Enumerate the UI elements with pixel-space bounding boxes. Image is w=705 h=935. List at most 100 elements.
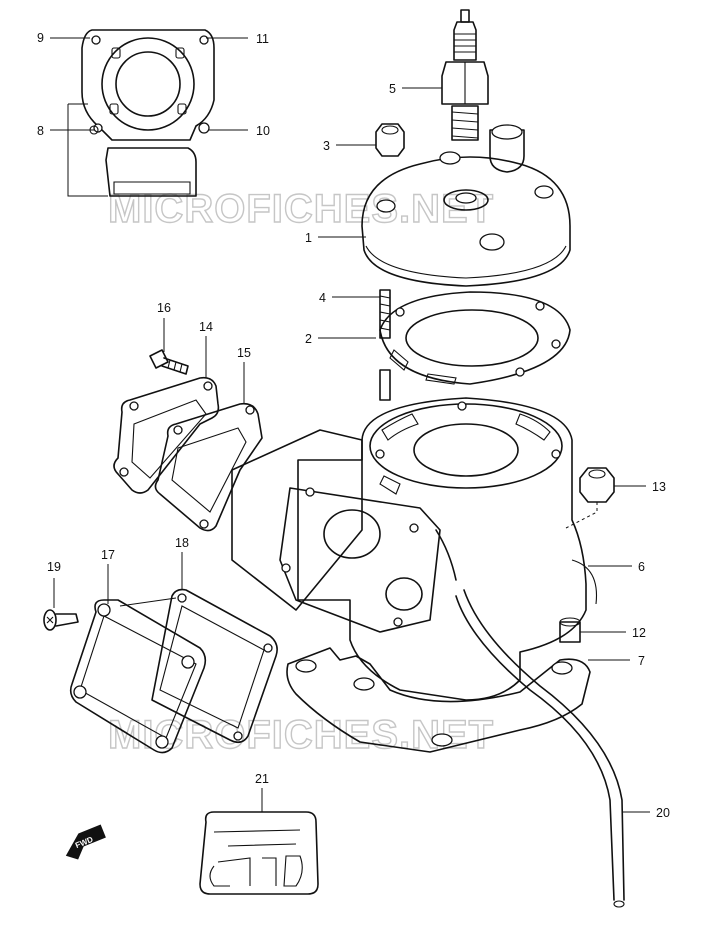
- intake-gasket-14-outline: [113, 376, 220, 494]
- callout-17: 17: [101, 548, 115, 562]
- head-gasket-outline: [379, 291, 571, 385]
- port-cover-17-outline: [69, 599, 207, 754]
- callout-6: 6: [638, 560, 645, 574]
- intake-gasket-15-outline: [154, 402, 263, 532]
- inset-slot-2: [175, 47, 185, 59]
- callout-10: 10: [256, 124, 270, 138]
- cylinder-block: [231, 397, 598, 701]
- base-gasket: [286, 647, 591, 753]
- bolt-16-threads: [167, 359, 183, 373]
- stud-bolt-upper: [379, 289, 391, 339]
- head-gasket-hole-1: [395, 307, 405, 317]
- head-gasket-slot-1: [389, 349, 409, 371]
- cylinder-head-plug-hole: [455, 192, 477, 204]
- cylinder-head-stud-hole-r: [534, 185, 554, 199]
- breather-hose-line-b: [463, 589, 625, 901]
- port-gasket-18-outline: [151, 588, 278, 744]
- callout-5: 5: [389, 82, 396, 96]
- head-nut: [375, 123, 405, 157]
- callout-15: 15: [237, 346, 251, 360]
- intake-gasket-15-hole-3: [199, 519, 209, 529]
- cylinder-exhaust-port: [323, 509, 381, 559]
- intake-gasket-15-hole-2: [245, 405, 255, 415]
- breather-hose: [435, 529, 625, 908]
- intake-gasket-14-hole-1: [129, 401, 139, 411]
- spark-plug: [441, 9, 489, 141]
- label-plate-21: [199, 811, 319, 895]
- port-cover-17-hole-4: [155, 735, 169, 749]
- cylinder-transfer-3: [379, 475, 401, 495]
- port-gasket-18-opening: [159, 605, 265, 729]
- intake-gasket-14-opening: [131, 399, 207, 479]
- callout-11: 11: [256, 32, 269, 46]
- breather-hose-short: [435, 529, 457, 581]
- base-gasket-hole-4: [431, 733, 453, 747]
- head-gasket-slot-2: [425, 373, 457, 385]
- cylinder-nut-hole: [588, 469, 606, 479]
- dowel-pin-top: [559, 617, 581, 627]
- cylinder-deck-hole-1: [457, 401, 467, 411]
- cylinder-head-stud-hole-l: [376, 199, 396, 213]
- cylinder-bore: [413, 423, 519, 477]
- callout-16: 16: [157, 301, 171, 315]
- callout-numbers: 9 11 8 10 5 3 1 4 2 13 6 12 7 20 16 14 1…: [37, 31, 670, 820]
- flange-hole-2: [409, 523, 419, 533]
- port-gasket-18: [151, 588, 278, 744]
- leader-18: [119, 552, 183, 607]
- bolt-16: [149, 349, 189, 375]
- leader-8-washer: [89, 125, 99, 135]
- cylinder-nut: [565, 467, 615, 529]
- spark-plug-ribs: [454, 33, 476, 53]
- intake-gasket-15: [154, 402, 263, 532]
- cylinder-transfer-2: [515, 413, 551, 441]
- cylinder-deck-hole-2: [375, 449, 385, 459]
- breather-hose-line-a: [455, 595, 615, 901]
- callout-3: 3: [323, 139, 330, 153]
- screw-19-head: [43, 609, 57, 631]
- head-gasket: [379, 291, 571, 385]
- cylinder-transfer-1: [381, 413, 419, 441]
- port-cover-17-hole-2: [181, 655, 195, 669]
- base-gasket-hole-1: [295, 659, 317, 673]
- inset-port-opening: [113, 181, 191, 195]
- head-nut-hole: [381, 125, 399, 135]
- port-gasket-18-hole-2: [263, 643, 273, 653]
- screw-19-cross: [46, 616, 54, 624]
- intake-gasket-14: [113, 376, 220, 494]
- head-gasket-hole-3: [551, 339, 561, 349]
- spark-plug-thread: [451, 105, 479, 141]
- cylinder-head-plug-boss: [443, 189, 489, 211]
- head-nut-body: [375, 123, 405, 157]
- cylinder-water-jacket: [571, 559, 598, 605]
- cylinder-head-water-outlet: [491, 124, 523, 140]
- callout-20: 20: [656, 806, 670, 820]
- inset-hole-tr: [199, 35, 209, 45]
- callout-9: 9: [37, 31, 44, 45]
- flange-hole-3: [281, 563, 291, 573]
- head-gasket-bore: [405, 309, 539, 367]
- flange-hole-4: [393, 617, 403, 627]
- cylinder-nut-body: [579, 467, 615, 503]
- callout-4: 4: [319, 291, 326, 305]
- spark-plug-hex: [441, 61, 489, 105]
- callout-1: 1: [305, 231, 312, 245]
- callout-8: 8: [37, 124, 44, 138]
- cylinder-deck-hole-3: [551, 449, 561, 459]
- head-gasket-hole-4: [515, 367, 525, 377]
- cylinder-head: [361, 124, 571, 287]
- intake-gasket-14-hole-2: [203, 381, 213, 391]
- stud-bolt-threads: [379, 295, 391, 331]
- callout-21: 21: [255, 772, 269, 786]
- inset-slot-1: [111, 47, 121, 59]
- inset-gasket-bore: [115, 51, 181, 117]
- cylinder-head-stud-hole-f: [479, 233, 505, 251]
- stud-bolt: [379, 289, 391, 401]
- base-gasket-hole-2: [353, 677, 375, 691]
- inset-gasket-group: [67, 29, 215, 197]
- flange-hole-1: [305, 487, 315, 497]
- dowel-pin-body: [559, 621, 581, 643]
- fwd-arrow: FWD: [65, 824, 106, 860]
- base-gasket-hole-3: [551, 661, 573, 675]
